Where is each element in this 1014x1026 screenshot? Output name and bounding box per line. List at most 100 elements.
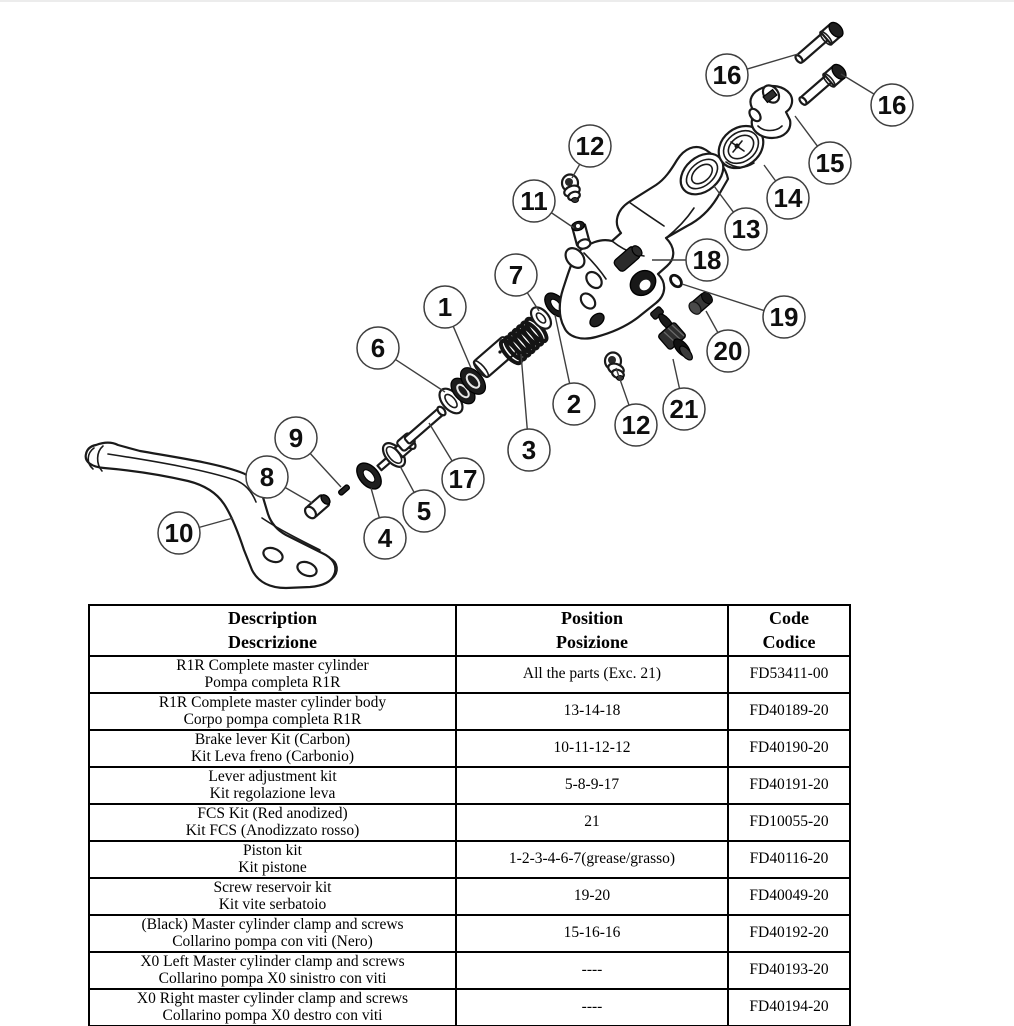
position-cell: 19-20 <box>455 876 729 916</box>
master-cylinder-body-part <box>558 145 730 340</box>
table-row: Lever adjustment kit Kit regolazione lev… <box>88 765 851 805</box>
callout-10: 10 <box>157 511 234 555</box>
reservoir-cap-screw-part <box>688 291 713 315</box>
position-cell: 1-2-3-4-6-7(grease/grasso) <box>455 839 729 879</box>
description-en: X0 Left Master cylinder clamp and screws <box>140 952 405 970</box>
svg-text:8: 8 <box>260 462 274 492</box>
lever-bushing-part <box>303 494 331 520</box>
piston-seal-part <box>450 367 487 405</box>
svg-text:1: 1 <box>438 292 452 322</box>
header-description: Description Descrizione <box>88 604 457 657</box>
callout-9: 9 <box>274 416 342 488</box>
lever-screw-part <box>560 173 581 203</box>
description-it: Kit vite serbatoio <box>218 896 327 914</box>
svg-text:3: 3 <box>522 435 536 465</box>
callout-7: 7 <box>494 253 540 312</box>
svg-text:10: 10 <box>165 518 194 548</box>
callout-13: 13 <box>713 185 768 251</box>
description-it: Pompa completa R1R <box>204 674 341 692</box>
description-it: Corpo pompa completa R1R <box>183 711 362 729</box>
header-code-en: Code <box>769 608 809 628</box>
description-en: (Black) Master cylinder clamp and screws <box>141 915 404 933</box>
code-cell: FD40192-20 <box>727 913 851 953</box>
svg-text:19: 19 <box>770 302 799 332</box>
svg-text:2: 2 <box>567 389 581 419</box>
description-en: Brake lever Kit (Carbon) <box>194 730 351 748</box>
description-it: Kit FCS (Anodizzato rosso) <box>185 822 360 840</box>
table-row: R1R Complete master cylinder body Corpo … <box>88 691 851 731</box>
callout-18: 18 <box>652 238 729 282</box>
svg-text:18: 18 <box>693 245 722 275</box>
svg-text:5: 5 <box>417 496 431 526</box>
table-row: R1R Complete master cylinder Pompa compl… <box>88 654 851 694</box>
description-cell: Lever adjustment kit Kit regolazione lev… <box>88 765 457 805</box>
parts-table: Description Descrizione Position Posizio… <box>88 604 851 1026</box>
description-cell: X0 Left Master cylinder clamp and screws… <box>88 950 457 990</box>
description-en: R1R Complete master cylinder body <box>158 693 387 711</box>
callout-11: 11 <box>512 179 575 229</box>
description-en: X0 Right master cylinder clamp and screw… <box>136 989 409 1007</box>
table-row: FCS Kit (Red anodized) Kit FCS (Anodizza… <box>88 802 851 842</box>
svg-text:15: 15 <box>816 148 845 178</box>
position-cell: 21 <box>455 802 729 842</box>
description-cell: X0 Right master cylinder clamp and screw… <box>88 987 457 1026</box>
brake-lever-part <box>84 441 338 590</box>
description-cell: Brake lever Kit (Carbon) Kit Leva freno … <box>88 728 457 768</box>
table-row: X0 Right master cylinder clamp and screw… <box>88 987 851 1026</box>
description-en: FCS Kit (Red anodized) <box>197 804 348 822</box>
callout-15: 15 <box>794 115 852 185</box>
header-position-it: Posizione <box>556 632 628 653</box>
svg-text:13: 13 <box>732 214 761 244</box>
code-cell: FD40191-20 <box>727 765 851 805</box>
description-cell: Screw reservoir kit Kit vite serbatoio <box>88 876 457 916</box>
svg-text:7: 7 <box>509 260 523 290</box>
code-cell: FD53411-00 <box>727 654 851 694</box>
code-cell: FD40193-20 <box>727 950 851 990</box>
piston-spring-part <box>498 316 549 366</box>
callout-20: 20 <box>705 310 750 373</box>
svg-text:11: 11 <box>520 186 548 216</box>
pushrod-part <box>396 405 447 452</box>
position-cell: 5-8-9-17 <box>455 765 729 805</box>
code-cell: FD40189-20 <box>727 691 851 731</box>
table-header-row: Description Descrizione Position Posizio… <box>88 604 851 657</box>
callout-4: 4 <box>363 487 407 560</box>
header-code-it: Codice <box>762 632 816 653</box>
table-row: (Black) Master cylinder clamp and screws… <box>88 913 851 953</box>
table-row: Piston kit Kit pistone 1-2-3-4-6-7(greas… <box>88 839 851 879</box>
header-position: Position Posizione <box>455 604 729 657</box>
svg-text:12: 12 <box>576 131 605 161</box>
svg-text:21: 21 <box>670 394 699 424</box>
callout-8: 8 <box>245 455 313 504</box>
lever-pivot-pin-part <box>571 220 592 250</box>
position-cell: All the parts (Exc. 21) <box>455 654 729 694</box>
code-cell: FD40049-20 <box>727 876 851 916</box>
description-it: Kit regolazione leva <box>209 785 336 803</box>
oring-4-part <box>356 462 382 490</box>
description-en: Lever adjustment kit <box>208 767 337 785</box>
svg-text:4: 4 <box>378 523 393 553</box>
description-it: Kit pistone <box>238 859 307 877</box>
svg-text:14: 14 <box>774 183 803 213</box>
position-cell: 15-16-16 <box>455 913 729 953</box>
description-cell: FCS Kit (Red anodized) Kit FCS (Anodizza… <box>88 802 457 842</box>
callout-12: 12 <box>614 367 658 447</box>
header-description-en: Description <box>228 608 317 628</box>
callout-5: 5 <box>399 465 446 533</box>
code-cell: FD40116-20 <box>727 839 851 879</box>
svg-text:6: 6 <box>371 333 385 363</box>
code-cell: FD10055-20 <box>727 802 851 842</box>
clamp-screw-part <box>794 21 844 64</box>
svg-text:16: 16 <box>713 60 742 90</box>
position-cell: ---- <box>455 987 729 1026</box>
svg-text:16: 16 <box>878 90 907 120</box>
table-row: X0 Left Master cylinder clamp and screws… <box>88 950 851 990</box>
callout-14: 14 <box>763 164 810 220</box>
code-cell: FD40194-20 <box>727 987 851 1026</box>
header-code: Code Codice <box>727 604 851 657</box>
position-cell: 13-14-18 <box>455 691 729 731</box>
svg-text:9: 9 <box>289 423 303 453</box>
callout-1: 1 <box>423 285 472 369</box>
